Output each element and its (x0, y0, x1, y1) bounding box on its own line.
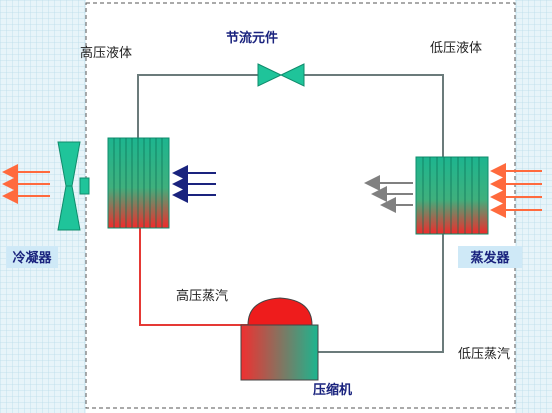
throttle-valve-icon (257, 63, 305, 87)
liquid-line-top-right (304, 74, 444, 157)
suction-line (318, 234, 444, 353)
condenser-label: 冷凝器 (12, 250, 52, 266)
low-pressure-liquid-label: 低压液体 (430, 41, 482, 56)
piping (137, 74, 444, 353)
right-grid-panel (515, 0, 552, 413)
high-pressure-vapor-label: 高压蒸汽 (176, 288, 228, 304)
discharge-line (139, 228, 248, 326)
throttle-element-label: 节流元件 (226, 30, 278, 46)
compressor-icon (240, 297, 319, 381)
compressor-label: 压缩机 (313, 382, 352, 398)
evaporator-outlet-arrows (364, 175, 413, 213)
evaporator-coil (415, 156, 489, 235)
evaporator-inlet-arrows (490, 163, 542, 218)
condenser-intake-arrows (172, 165, 216, 203)
evaporator-label: 蒸发器 (470, 250, 510, 266)
evaporator-label-box (458, 246, 522, 268)
liquid-line-top (137, 74, 258, 138)
condenser-exhaust-arrows (2, 164, 50, 204)
condenser-label-box (6, 246, 58, 268)
fan-icon (57, 141, 90, 231)
high-pressure-liquid-label: 高压液体 (80, 45, 132, 61)
condenser-coil (107, 137, 170, 229)
low-pressure-vapor-label: 低压蒸汽 (458, 347, 510, 362)
